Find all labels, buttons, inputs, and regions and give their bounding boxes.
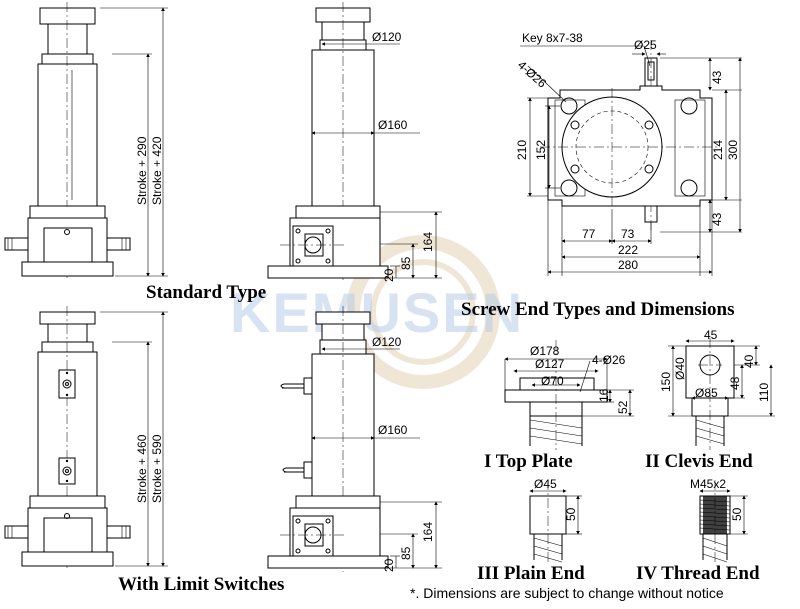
gearbox-top-view [520,40,742,276]
top-w77-label: 77 [582,227,596,241]
plain-caption: III Plain End [477,563,585,584]
plain-h50-label: 50 [564,507,578,521]
plain-d45-label: Ø45 [534,477,557,491]
watermark-logo: KEMUSEN [230,235,524,389]
clevis-end-drawing [668,338,775,450]
clevis-h110-label: 110 [757,383,771,402]
standard-front-view [4,2,168,278]
standard-stroke-a-label: Stroke + 290 [135,136,149,205]
top-plate-d178-label: Ø178 [530,344,560,358]
standard-stroke-b-label: Stroke + 420 [150,136,164,205]
limit-h20-label: 20 [382,558,396,572]
clevis-d40-label: Ø40 [673,357,687,380]
top-h300-label: 300 [726,140,740,160]
top-h43a-label: 43 [710,70,724,84]
top-w73-label: 73 [621,227,635,241]
limit-front-view [4,306,168,570]
shaft-d25-label: Ø25 [634,38,657,52]
top-plate-caption: I Top Plate [484,451,573,472]
top-plate-d70-label: Ø70 [541,374,564,388]
limit-side-view [267,306,442,572]
standard-d120-label: Ø120 [372,30,402,44]
clevis-w45-label: 45 [704,328,718,342]
top-plate-h16-label: 16 [597,388,611,402]
top-plate-h52-label: 52 [616,400,630,414]
limit-stroke-a-label: Stroke + 460 [135,434,149,503]
thread-h50-label: 50 [730,507,744,521]
top-h210-label: 210 [515,140,529,160]
watermark-text: KEMUSEN [230,281,524,344]
limit-h85-label: 85 [399,546,413,560]
limit-switches-caption: With Limit Switches [118,574,284,595]
limit-d160-label: Ø160 [378,423,408,437]
standard-side-view [267,2,442,280]
screw-ends-caption: Screw End Types and Dimensions [461,299,734,320]
limit-h164-label: 164 [421,522,435,542]
top-plate-drawing [504,340,634,450]
top-w280-label: 280 [618,258,638,272]
key-label: Key 8x7-38 [522,31,583,45]
clevis-caption: II Clevis End [645,451,753,472]
top-w222-label: 222 [618,243,638,257]
clevis-h150-label: 150 [659,372,673,392]
thread-caption: IV Thread End [636,563,760,584]
standard-h164-label: 164 [421,232,435,252]
top-plate-holes-label: 4-Ø26 [592,353,626,367]
clevis-h48-label: 48 [728,376,742,390]
clevis-h40-label: 40 [742,354,756,368]
top-h214-label: 214 [711,140,725,160]
standard-h20-label: 20 [382,268,396,282]
clevis-d85-label: Ø85 [695,386,718,400]
thread-m45-label: M45x2 [690,477,726,491]
standard-h85-label: 85 [399,256,413,270]
top-plate-d127-label: Ø127 [535,357,565,371]
top-h43b-label: 43 [710,212,724,226]
limit-d120-label: Ø120 [372,335,402,349]
standard-type-caption: Standard Type [146,282,266,303]
plain-end-drawing [529,480,582,564]
thread-end-drawing [699,480,748,564]
holes-4-d26-label: 4-Ø26 [515,58,549,91]
disclaimer-note: *. Dimensions are subject to change with… [410,585,724,601]
standard-d160-label: Ø160 [378,118,408,132]
limit-stroke-b-label: Stroke + 590 [150,434,164,503]
top-h152-label: 152 [534,140,548,160]
